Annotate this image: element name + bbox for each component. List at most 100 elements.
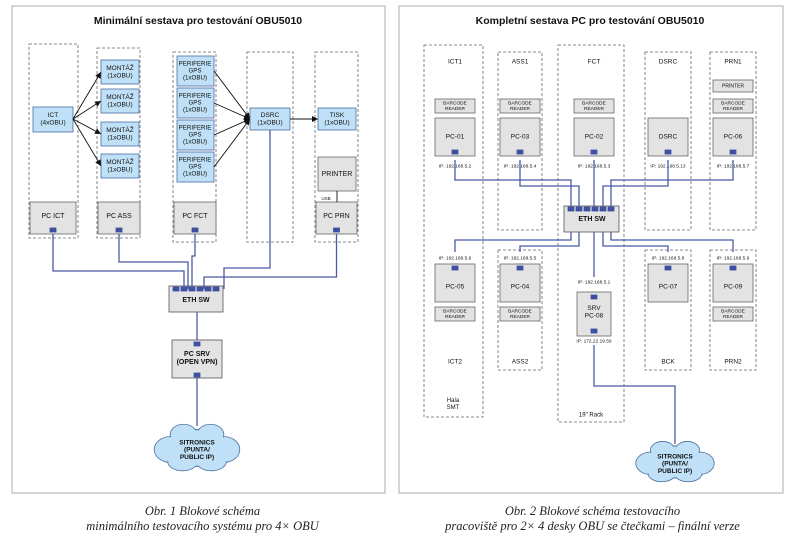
fig1-montaz-label: (1xOBU) xyxy=(107,72,132,79)
fig2-column-name: PRN2 xyxy=(724,359,742,366)
fig2-ip-label: IP: 172.22.19.59 xyxy=(576,338,612,344)
caption-fig1-line1: Blokové schéma xyxy=(179,504,261,518)
fig2-reader-box xyxy=(499,306,541,322)
eth-port-icon xyxy=(172,286,180,292)
fig2-reader-label: BARCODE xyxy=(721,101,745,107)
fig1-montaz-box xyxy=(100,59,140,85)
fig1-arrow xyxy=(213,118,251,136)
fig2-ip-label: IP: 192.168.5.9 xyxy=(717,255,750,261)
fig2-network-link xyxy=(454,232,572,252)
eth-port-icon xyxy=(451,149,459,155)
fig2-pc-label: PC-01 xyxy=(446,134,465,141)
cloud-label: SITRONICS xyxy=(657,453,693,460)
fig2-pc-label: DSRC xyxy=(659,134,678,141)
fig1-arrow xyxy=(72,71,102,120)
fig1-periferie-label: PERIFERIE xyxy=(179,157,212,164)
fig2-reader-box xyxy=(712,306,754,322)
cloud-label: (PUNTA/ xyxy=(662,461,688,468)
arrowhead-icon xyxy=(94,128,101,134)
fig1-periferie-label: (1xOBU) xyxy=(183,107,207,114)
fig1-montaz-box xyxy=(100,88,140,114)
fig2-ip-label: IP: 192.168.5.8 xyxy=(652,255,685,261)
fig2-column-name: BCK xyxy=(661,359,675,366)
fig1-network-link xyxy=(203,234,338,289)
arrowhead-icon xyxy=(95,72,101,79)
arrowhead-icon xyxy=(94,101,101,107)
fig1-tisk-label: (1xOBU) xyxy=(324,119,349,126)
fig2-pc-label: SRV xyxy=(587,305,601,312)
fig1-cloud-icon xyxy=(168,453,197,470)
fig2-network-link xyxy=(519,160,580,209)
fig2-reader-label: BARCODE xyxy=(582,101,606,107)
fig1-arrow xyxy=(72,118,102,167)
fig1-periferie-label: (1xOBU) xyxy=(183,171,207,178)
fig1-pc-label: PC FCT xyxy=(182,213,208,220)
cloud-label: PUBLIC IP) xyxy=(658,468,692,475)
fig1-periferie-label: (1xOBU) xyxy=(183,75,207,82)
eth-port-icon xyxy=(583,206,591,212)
fig2-network-link xyxy=(593,345,676,444)
fig2-hala-label: Hala xyxy=(447,398,460,404)
fig1-pc-label: PC PRN xyxy=(323,213,349,220)
arrowhead-icon xyxy=(95,159,101,166)
fig1-dsrc-label: DSRC xyxy=(261,112,280,119)
eth-port-icon xyxy=(729,265,737,271)
fig1-dsrc-label: (1xOBU) xyxy=(257,119,282,126)
fig2-network-link xyxy=(610,160,734,209)
fig2-column-name: ICT1 xyxy=(448,59,462,66)
fig2-reader-label: READER xyxy=(510,314,531,320)
fig1-montaz-label: (1xOBU) xyxy=(107,166,132,173)
fig2-pc-label: PC-05 xyxy=(446,284,465,291)
caption-fig2-line1: Blokové schéma testovacího xyxy=(539,504,681,518)
fig1-arrow xyxy=(213,70,251,120)
fig1-usb-label: USB xyxy=(321,196,330,201)
fig1-montaz-label: MONTÁŽ xyxy=(106,92,133,101)
fig1-periferie-label: GPS xyxy=(188,100,201,107)
fig2-reader-label: READER xyxy=(723,314,744,320)
fig1-ethsw-label: ETH SW xyxy=(182,297,210,304)
arrowhead-icon xyxy=(312,116,318,122)
fig1-periferie-label: PERIFERIE xyxy=(179,125,212,132)
fig1-arrow xyxy=(213,102,251,120)
fig1-periferie-label: GPS xyxy=(188,132,201,139)
eth-port-icon xyxy=(49,227,57,233)
fig1-ict-label: (4xOBU) xyxy=(40,119,65,126)
fig2-reader-label: BARCODE xyxy=(443,309,467,315)
fig1-cloud-icon xyxy=(197,453,226,470)
fig1-ict-label: ICT xyxy=(48,112,59,119)
cloud-label: SITRONICS xyxy=(179,439,215,446)
fig2-reader-label: BARCODE xyxy=(508,309,532,315)
fig1-pc-label: PC ICT xyxy=(42,213,66,220)
fig2-pc-label: PC-02 xyxy=(585,134,604,141)
fig2-column-name: FCT xyxy=(588,59,601,66)
fig1-arrow xyxy=(213,118,251,168)
fig2-reader-box xyxy=(573,98,615,114)
fig1-periferie-label: (1xOBU) xyxy=(183,139,207,146)
fig2-network-link xyxy=(454,160,572,209)
eth-port-icon xyxy=(516,265,524,271)
eth-port-icon xyxy=(196,286,204,292)
fig2-network-link xyxy=(519,232,580,252)
eth-port-icon xyxy=(590,294,598,300)
eth-port-icon xyxy=(664,149,672,155)
fig1-montaz-box xyxy=(100,153,140,179)
fig2-column-name: PRN1 xyxy=(724,59,742,66)
fig2-ip-label: IP: 192.168.5.5 xyxy=(504,255,537,261)
fig1-title: Minimální sestava pro testování OBU5010 xyxy=(94,15,302,27)
caption-fig1-number: Obr. 1 xyxy=(144,504,177,518)
fig1-network-link xyxy=(223,130,271,289)
caption-fig2: Obr. 2 Blokové schéma testovacího pracov… xyxy=(400,504,785,534)
fig2-column-name: ASS2 xyxy=(512,359,529,366)
eth-port-icon xyxy=(115,227,123,233)
fig1-montaz-label: (1xOBU) xyxy=(107,101,132,108)
eth-port-icon xyxy=(591,206,599,212)
fig2-title: Kompletní sestava PC pro testování OBU50… xyxy=(476,15,705,27)
fig2-cloud-icon xyxy=(675,466,701,481)
fig2-reader-label: READER xyxy=(510,106,531,112)
fig1-periferie-label: PERIFERIE xyxy=(179,93,212,100)
fig2-pc-label: PC-03 xyxy=(511,134,530,141)
fig2-column-name: ICT2 xyxy=(448,359,462,366)
fig1-montaz-label: MONTÁŽ xyxy=(106,125,133,134)
fig1-montaz-label: MONTÁŽ xyxy=(106,157,133,166)
